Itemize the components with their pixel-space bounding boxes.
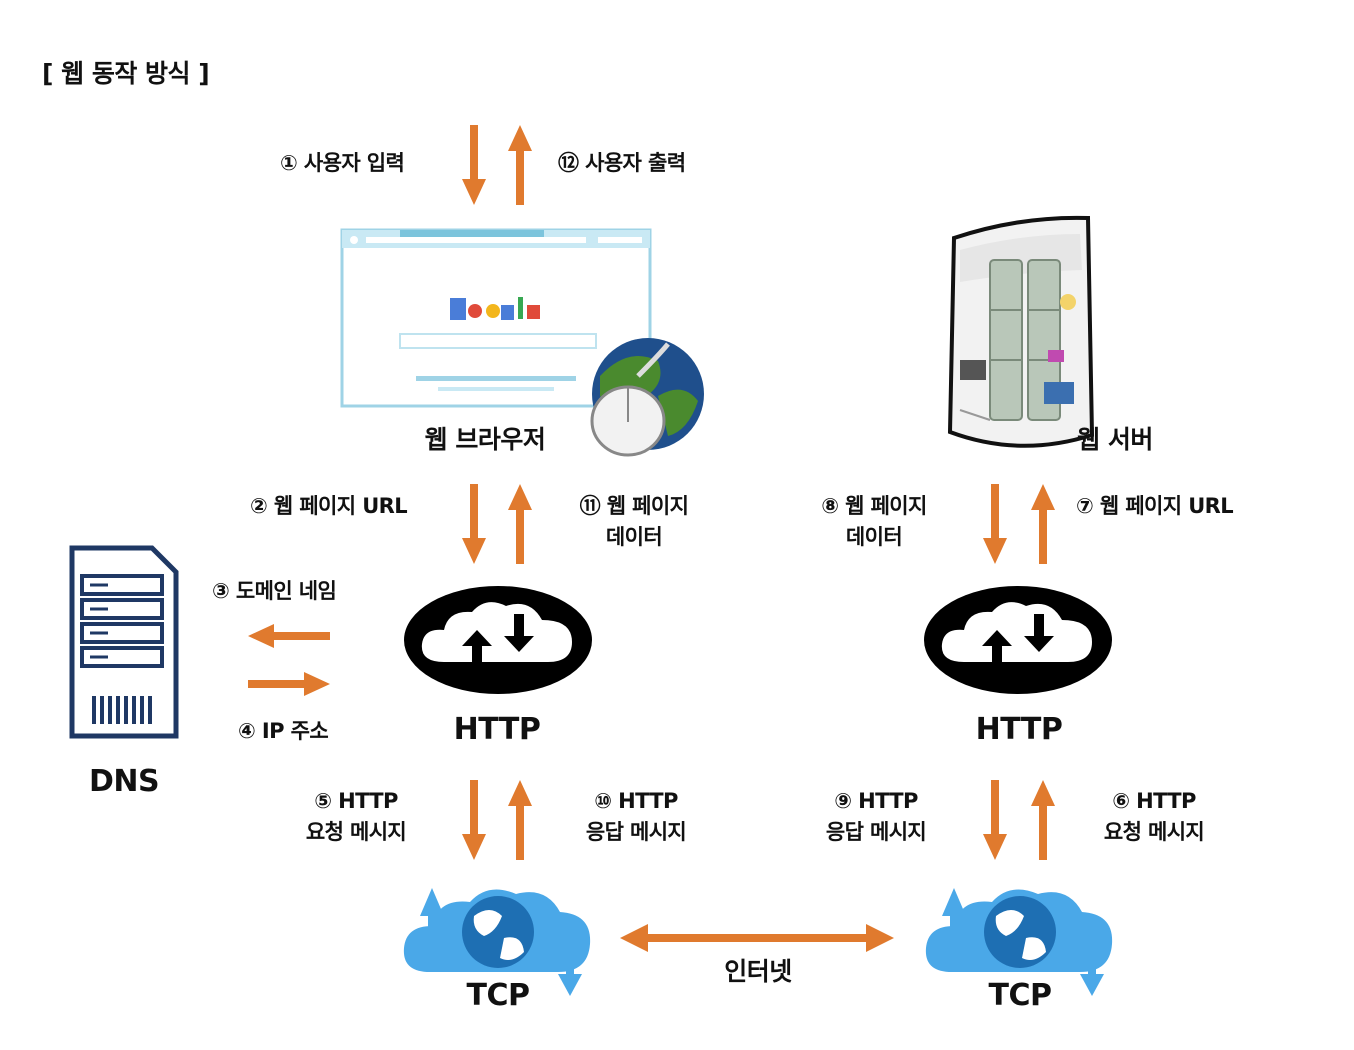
step-6-label: ⑥ HTTP 요청 메시지 [1084,786,1224,848]
domain-name-arrow [248,624,330,648]
tcp-label-left: TCP [466,978,530,1013]
url-down-arrow-left [462,484,486,564]
step-8-label: ⑧ 웹 페이지 데이터 [806,491,942,553]
step-4-label: ④ IP 주소 [238,719,329,743]
step-10-line1: ⑩ HTTP [594,789,678,813]
step-6-line2: 요청 메시지 [1103,820,1205,844]
url-up-arrow-right [1031,484,1055,564]
web-browser-label: 웹 브라우저 [424,425,546,454]
tcp-cloud-globe-icon-right [925,888,1113,996]
internet-double-arrow [620,924,894,952]
http-label-right: HTTP [975,712,1063,747]
tcp-label-right: TCP [988,978,1052,1013]
step-10-label: ⑩ HTTP 응답 메시지 [566,786,706,848]
web-browser-illustration [340,228,704,457]
step-12-label: ⑫ 사용자 출력 [558,151,686,175]
step-5-label: ⑤ HTTP 요청 메시지 [286,786,426,848]
data-down-arrow-right [983,484,1007,564]
step-8-line1: ⑧ 웹 페이지 [821,494,927,518]
http-cloud-icon-right [924,586,1112,694]
request-up-arrow-right [1031,780,1055,860]
step-11-line1: ⑪ 웹 페이지 [579,494,689,518]
step-8-line2: 데이터 [845,525,903,549]
google-logo [450,297,540,320]
step-9-label: ⑨ HTTP 응답 메시지 [806,786,946,848]
step-5-line1: ⑤ HTTP [314,789,398,813]
tcp-cloud-globe-icon-left [403,888,591,996]
internet-label: 인터넷 [724,957,792,986]
http-cloud-icon-left [404,586,592,694]
dns-label: DNS [88,764,160,799]
page-title: [ 웹 동작 방식 ] [42,59,210,88]
request-down-arrow-left [462,780,486,860]
ip-address-arrow [248,672,330,696]
response-up-arrow-left [508,780,532,860]
response-down-arrow-right [983,780,1007,860]
web-server-label: 웹 서버 [1077,425,1153,454]
step-3-label: ③ 도메인 네임 [212,579,337,603]
user-output-arrow [508,125,532,205]
web-server-illustration [947,215,1095,448]
http-label-left: HTTP [453,712,541,747]
step-11-label: ⑪ 웹 페이지 데이터 [566,491,702,553]
dns-server-icon [69,545,179,739]
step-1-label: ① 사용자 입력 [280,151,405,175]
step-7-label: ⑦ 웹 페이지 URL [1076,494,1234,518]
step-10-line2: 응답 메시지 [585,820,687,844]
user-input-arrow [462,125,486,205]
step-5-line2: 요청 메시지 [305,820,407,844]
step-6-line1: ⑥ HTTP [1112,789,1196,813]
step-9-line2: 응답 메시지 [825,820,927,844]
step-2-label: ② 웹 페이지 URL [250,494,408,518]
step-11-line2: 데이터 [605,525,663,549]
step-9-line1: ⑨ HTTP [834,789,918,813]
data-up-arrow-left [508,484,532,564]
